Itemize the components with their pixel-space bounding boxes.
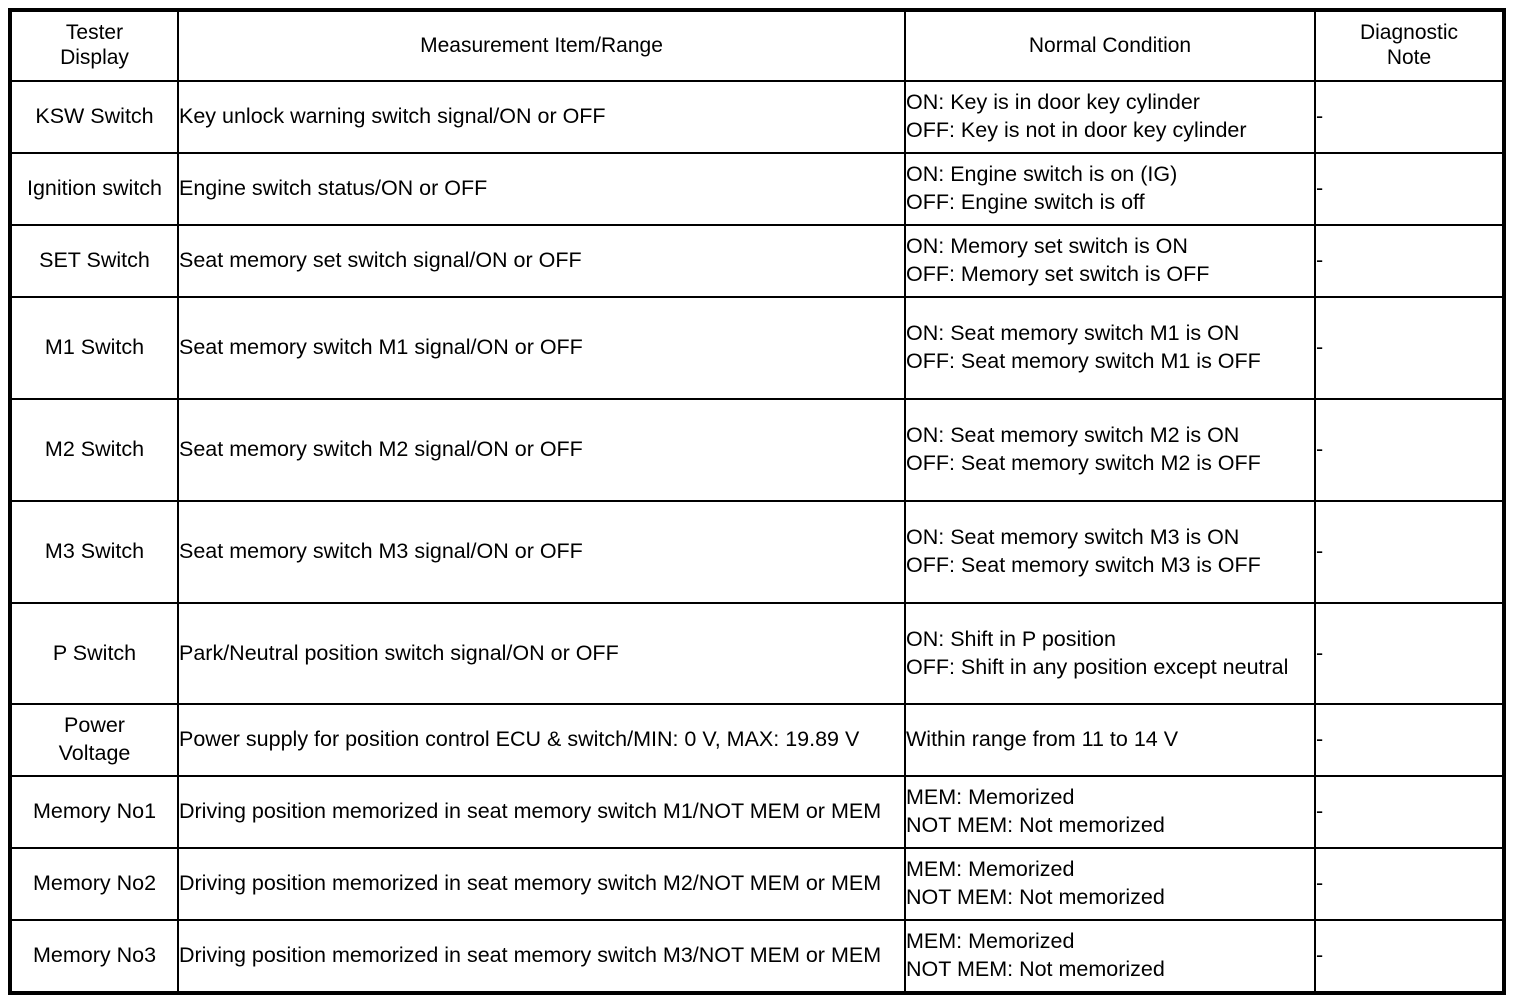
table-row: SET Switch Seat memory set switch signal… [9, 224, 1505, 298]
cell-tester-display: Memory No2 [9, 847, 179, 921]
cell-diagnostic-note: - [1314, 703, 1505, 777]
cell-diagnostic-note: - [1314, 80, 1505, 154]
table-row: KSW Switch Key unlock warning switch sig… [9, 80, 1505, 154]
table-row: P Switch Park/Neutral position switch si… [9, 602, 1505, 705]
cell-measurement-item-range: Seat memory set switch signal/ON or OFF [177, 224, 906, 298]
cell-measurement-item-range: Seat memory switch M3 signal/ON or OFF [177, 500, 906, 604]
table-row: Memory No1 Driving position memorized in… [9, 775, 1505, 849]
cell-normal-condition: ON: Shift in P position OFF: Shift in an… [904, 602, 1316, 705]
table-row: Memory No2 Driving position memorized in… [9, 847, 1505, 921]
table-row: M1 Switch Seat memory switch M1 signal/O… [9, 296, 1505, 400]
cell-tester-display: M1 Switch [9, 296, 179, 400]
cell-diagnostic-note: - [1314, 224, 1505, 298]
table-row: M2 Switch Seat memory switch M2 signal/O… [9, 398, 1505, 502]
cell-measurement-item-range: Engine switch status/ON or OFF [177, 152, 906, 226]
table-body: KSW Switch Key unlock warning switch sig… [9, 80, 1505, 994]
cell-diagnostic-note: - [1314, 919, 1505, 994]
cell-diagnostic-note: - [1314, 398, 1505, 502]
cell-measurement-item-range: Key unlock warning switch signal/ON or O… [177, 80, 906, 154]
cell-tester-display: SET Switch [9, 224, 179, 298]
column-header-measurement-item-range: Measurement Item/Range [177, 9, 906, 82]
cell-normal-condition: ON: Engine switch is on (IG) OFF: Engine… [904, 152, 1316, 226]
cell-normal-condition: ON: Key is in door key cylinder OFF: Key… [904, 80, 1316, 154]
table-row: Memory No3 Driving position memorized in… [9, 919, 1505, 994]
cell-diagnostic-note: - [1314, 775, 1505, 849]
table-header-row: Tester Display Measurement Item/Range No… [9, 9, 1505, 82]
cell-diagnostic-note: - [1314, 602, 1505, 705]
cell-tester-display: KSW Switch [9, 80, 179, 154]
cell-diagnostic-note: - [1314, 296, 1505, 400]
cell-measurement-item-range: Seat memory switch M2 signal/ON or OFF [177, 398, 906, 502]
table-row: Power Voltage Power supply for position … [9, 703, 1505, 777]
cell-normal-condition: MEM: Memorized NOT MEM: Not memorized [904, 847, 1316, 921]
cell-measurement-item-range: Park/Neutral position switch signal/ON o… [177, 602, 906, 705]
cell-measurement-item-range: Seat memory switch M1 signal/ON or OFF [177, 296, 906, 400]
table-header: Tester Display Measurement Item/Range No… [9, 9, 1505, 82]
cell-normal-condition: ON: Seat memory switch M2 is ON OFF: Sea… [904, 398, 1316, 502]
cell-tester-display: Memory No3 [9, 919, 179, 994]
tester-display-table: Tester Display Measurement Item/Range No… [8, 8, 1506, 995]
table-row: M3 Switch Seat memory switch M3 signal/O… [9, 500, 1505, 604]
cell-normal-condition: Within range from 11 to 14 V [904, 703, 1316, 777]
column-header-diagnostic-note: Diagnostic Note [1314, 9, 1505, 82]
table-row: Ignition switch Engine switch status/ON … [9, 152, 1505, 226]
cell-tester-display: Memory No1 [9, 775, 179, 849]
cell-diagnostic-note: - [1314, 847, 1505, 921]
cell-measurement-item-range: Driving position memorized in seat memor… [177, 919, 906, 994]
cell-diagnostic-note: - [1314, 500, 1505, 604]
cell-tester-display: Ignition switch [9, 152, 179, 226]
cell-normal-condition: MEM: Memorized NOT MEM: Not memorized [904, 775, 1316, 849]
cell-tester-display: P Switch [9, 602, 179, 705]
column-header-tester-display: Tester Display [9, 9, 179, 82]
cell-diagnostic-note: - [1314, 152, 1505, 226]
cell-normal-condition: ON: Seat memory switch M3 is ON OFF: Sea… [904, 500, 1316, 604]
cell-tester-display: M2 Switch [9, 398, 179, 502]
cell-normal-condition: ON: Memory set switch is ON OFF: Memory … [904, 224, 1316, 298]
cell-normal-condition: ON: Seat memory switch M1 is ON OFF: Sea… [904, 296, 1316, 400]
cell-measurement-item-range: Driving position memorized in seat memor… [177, 775, 906, 849]
cell-measurement-item-range: Driving position memorized in seat memor… [177, 847, 906, 921]
column-header-normal-condition: Normal Condition [904, 9, 1316, 82]
cell-tester-display: Power Voltage [9, 703, 179, 777]
cell-normal-condition: MEM: Memorized NOT MEM: Not memorized [904, 919, 1316, 994]
cell-measurement-item-range: Power supply for position control ECU & … [177, 703, 906, 777]
cell-tester-display: M3 Switch [9, 500, 179, 604]
